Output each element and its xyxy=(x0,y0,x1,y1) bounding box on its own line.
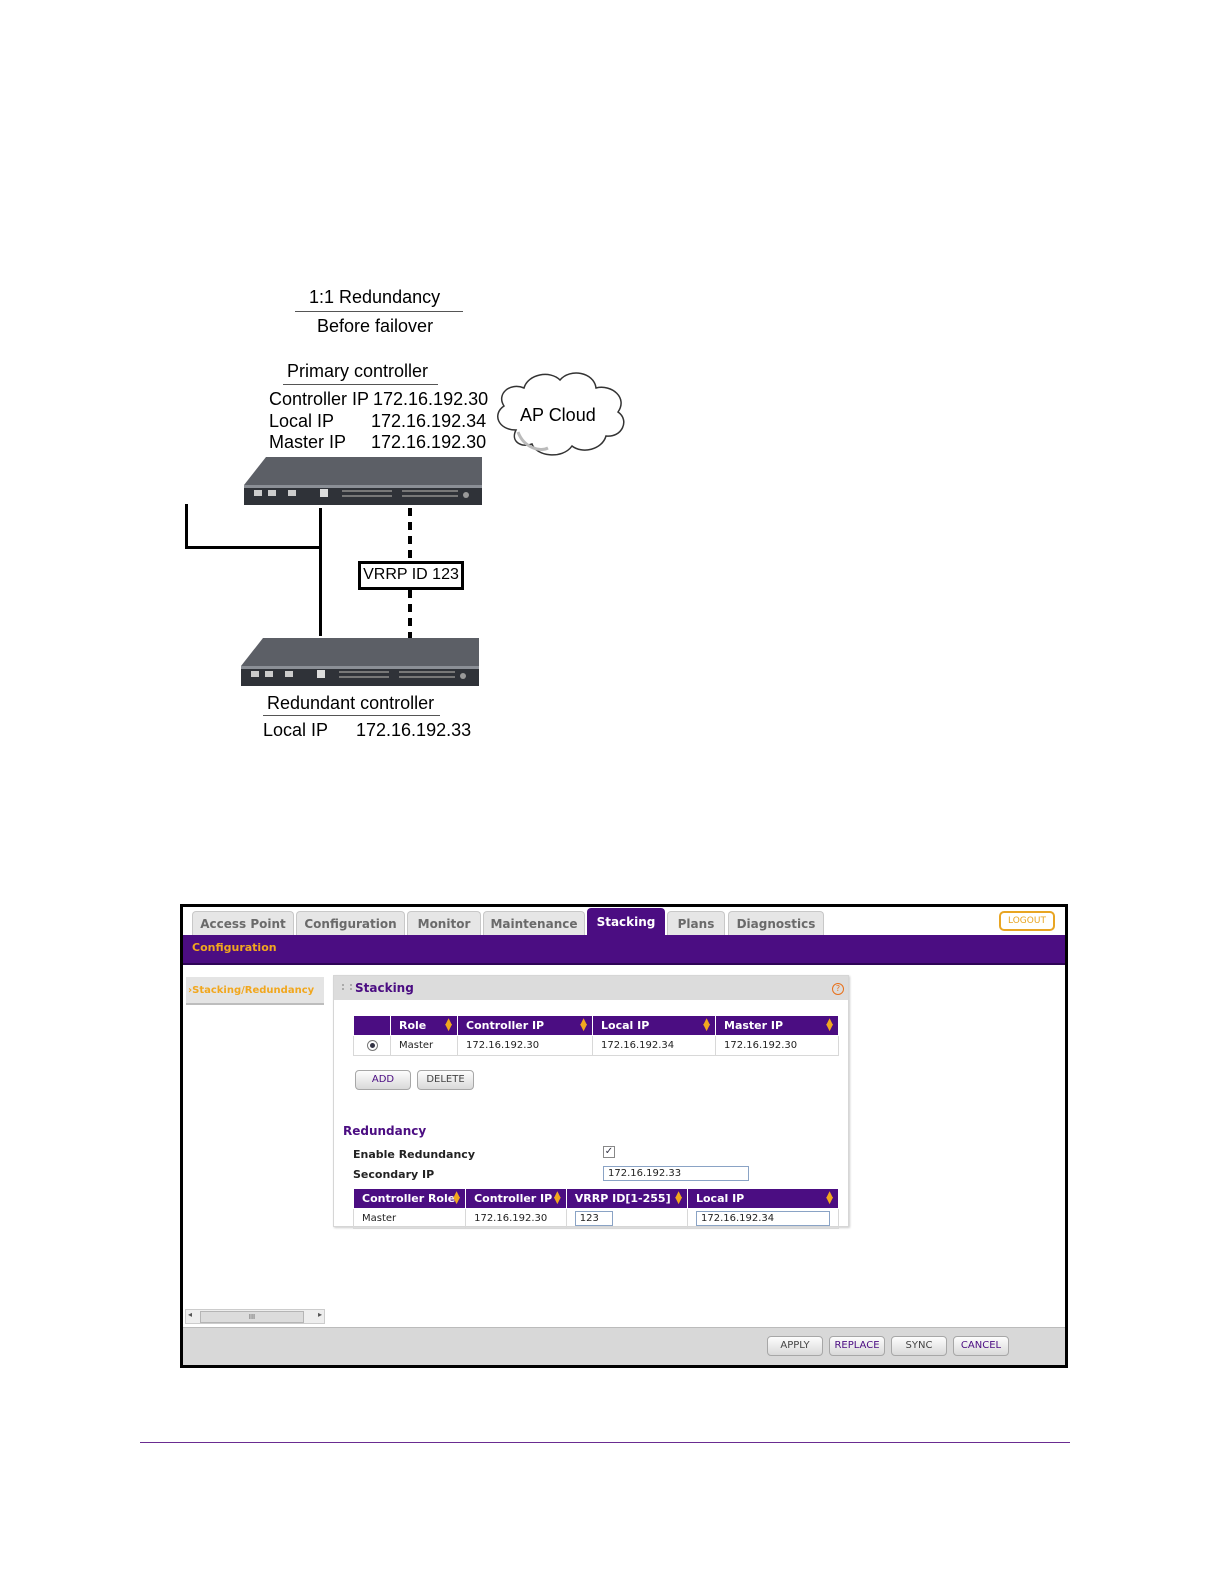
local-ip-cell: 172.16.192.34 xyxy=(592,1035,716,1056)
tab-bar: Access Point Configuration Monitor Maint… xyxy=(183,907,1065,936)
scroll-thumb[interactable]: III xyxy=(200,1311,304,1323)
logout-button[interactable]: LOGOUT xyxy=(999,911,1055,931)
stacking-panel: Stacking ? Role▲▼ Controller IP▲▼ Local … xyxy=(333,975,849,1229)
apply-button[interactable]: APPLY xyxy=(767,1336,823,1356)
controller-role-cell: Master xyxy=(352,1208,467,1229)
tab-plans[interactable]: Plans xyxy=(667,911,725,936)
configuration-label[interactable]: Configuration xyxy=(192,941,277,954)
panel-header: Stacking ? xyxy=(334,976,848,1000)
page-footer-rule xyxy=(140,1442,1070,1443)
vrrp-id-input[interactable]: 123 xyxy=(574,1211,613,1226)
role-cell: Master xyxy=(390,1035,458,1056)
enable-redundancy-checkbox[interactable]: ✓ xyxy=(603,1146,615,1158)
vrrp-link-upper xyxy=(408,508,412,560)
cancel-button[interactable]: CANCEL xyxy=(953,1336,1009,1356)
primary-controller-ip-value: 172.16.192.30 xyxy=(373,389,489,409)
cloud-label: AP Cloud xyxy=(520,405,596,425)
redundancy-table: Controller Role▲▼ Controller IP▲▼ VRRP I… xyxy=(352,1188,840,1229)
local-ip-input[interactable]: 172.16.192.34 xyxy=(695,1211,830,1226)
replace-button[interactable]: REPLACE xyxy=(829,1336,885,1356)
diagram-title: 1:1 Redundancy xyxy=(309,287,441,307)
vrrp-link-lower xyxy=(408,590,412,638)
stacking-screenshot: Access Point Configuration Monitor Maint… xyxy=(180,904,1068,1368)
diagram-subtitle: Before failover xyxy=(317,316,434,336)
scroll-left-icon[interactable]: ◂ xyxy=(188,1310,193,1319)
panel-title: Stacking xyxy=(355,981,414,995)
cloud-icon xyxy=(497,372,625,456)
primary-local-ip-value: 172.16.192.34 xyxy=(371,411,487,431)
help-icon[interactable]: ? xyxy=(832,983,844,995)
column-header-controller-role[interactable]: Controller Role▲▼ xyxy=(352,1188,467,1209)
scroll-right-icon[interactable]: ▸ xyxy=(317,1310,322,1319)
secondary-ip-label: Secondary IP xyxy=(353,1168,435,1181)
tab-diagnostics[interactable]: Diagnostics xyxy=(728,911,824,936)
column-header-role[interactable]: Role▲▼ xyxy=(390,1015,458,1036)
drag-grip-icon xyxy=(342,984,352,990)
redundancy-section-title: Redundancy xyxy=(343,1124,427,1138)
tab-access-point[interactable]: Access Point xyxy=(192,911,294,936)
tab-configuration[interactable]: Configuration xyxy=(296,911,405,936)
network-line-vertical xyxy=(319,508,322,636)
table-row: Master 172.16.192.30 123 172.16.192.34 xyxy=(352,1208,840,1229)
column-header-local-ip[interactable]: Local IP▲▼ xyxy=(686,1188,840,1209)
sidebar-item-stacking-redundancy[interactable]: ›Stacking/Redundancy xyxy=(186,977,324,1005)
table-row: Master 172.16.192.30 172.16.192.34 172.1… xyxy=(353,1035,839,1056)
master-ip-cell: 172.16.192.30 xyxy=(715,1035,839,1056)
column-header-controller-ip[interactable]: Controller IP▲▼ xyxy=(457,1015,593,1036)
redundant-heading: Redundant controller xyxy=(267,693,435,713)
stacking-table: Role▲▼ Controller IP▲▼ Local IP▲▼ Master… xyxy=(353,1015,839,1056)
title-underline xyxy=(295,311,463,312)
configuration-bar: Configuration xyxy=(183,935,1065,965)
sidebar-item-label: ›Stacking/Redundancy xyxy=(188,985,315,996)
redundant-local-ip-label: Local IP xyxy=(263,720,329,740)
controller-ip-cell: 172.16.192.30 xyxy=(457,1035,593,1056)
vrrp-id-cell: 123 xyxy=(565,1208,688,1229)
network-line-horizontal xyxy=(185,546,322,549)
select-column-header xyxy=(353,1015,391,1036)
redundant-controller-device-icon xyxy=(241,638,479,686)
delete-button[interactable]: DELETE xyxy=(417,1070,474,1090)
tab-stacking[interactable]: Stacking xyxy=(587,908,665,936)
row-select-cell[interactable] xyxy=(353,1035,391,1056)
add-button[interactable]: ADD xyxy=(355,1070,411,1090)
primary-heading: Primary controller xyxy=(287,361,429,381)
column-header-controller-ip[interactable]: Controller IP▲▼ xyxy=(465,1188,567,1209)
primary-local-ip-label: Local IP xyxy=(269,411,335,431)
row-radio-button[interactable] xyxy=(366,1039,378,1051)
column-header-local-ip[interactable]: Local IP▲▼ xyxy=(592,1015,716,1036)
sync-button[interactable]: SYNC xyxy=(891,1336,947,1356)
primary-controller-device-icon xyxy=(244,457,482,505)
horizontal-scrollbar[interactable]: ◂ III ▸ xyxy=(185,1309,325,1324)
local-ip-cell: 172.16.192.34 xyxy=(686,1208,840,1229)
redundant-underline xyxy=(263,715,440,716)
column-header-vrrp-id[interactable]: VRRP ID[1-255]▲▼ xyxy=(565,1188,688,1209)
primary-controller-ip-label: Controller IP xyxy=(269,389,370,409)
primary-master-ip-label: Master IP xyxy=(269,432,347,452)
redundant-local-ip-value: 172.16.192.33 xyxy=(356,720,472,740)
footer-bar: APPLY REPLACE SYNC CANCEL xyxy=(183,1327,1065,1365)
secondary-ip-field[interactable]: 172.16.192.33 xyxy=(603,1166,749,1181)
tab-maintenance[interactable]: Maintenance xyxy=(483,911,585,936)
primary-master-ip-value: 172.16.192.30 xyxy=(371,432,487,452)
enable-redundancy-label: Enable Redundancy xyxy=(353,1148,475,1161)
tab-monitor[interactable]: Monitor xyxy=(407,911,481,936)
network-line-left xyxy=(185,504,188,549)
primary-underline xyxy=(283,384,438,385)
column-header-master-ip[interactable]: Master IP▲▼ xyxy=(715,1015,839,1036)
vrrp-label: VRRP ID 123 xyxy=(358,561,464,590)
controller-ip-cell: 172.16.192.30 xyxy=(465,1208,567,1229)
